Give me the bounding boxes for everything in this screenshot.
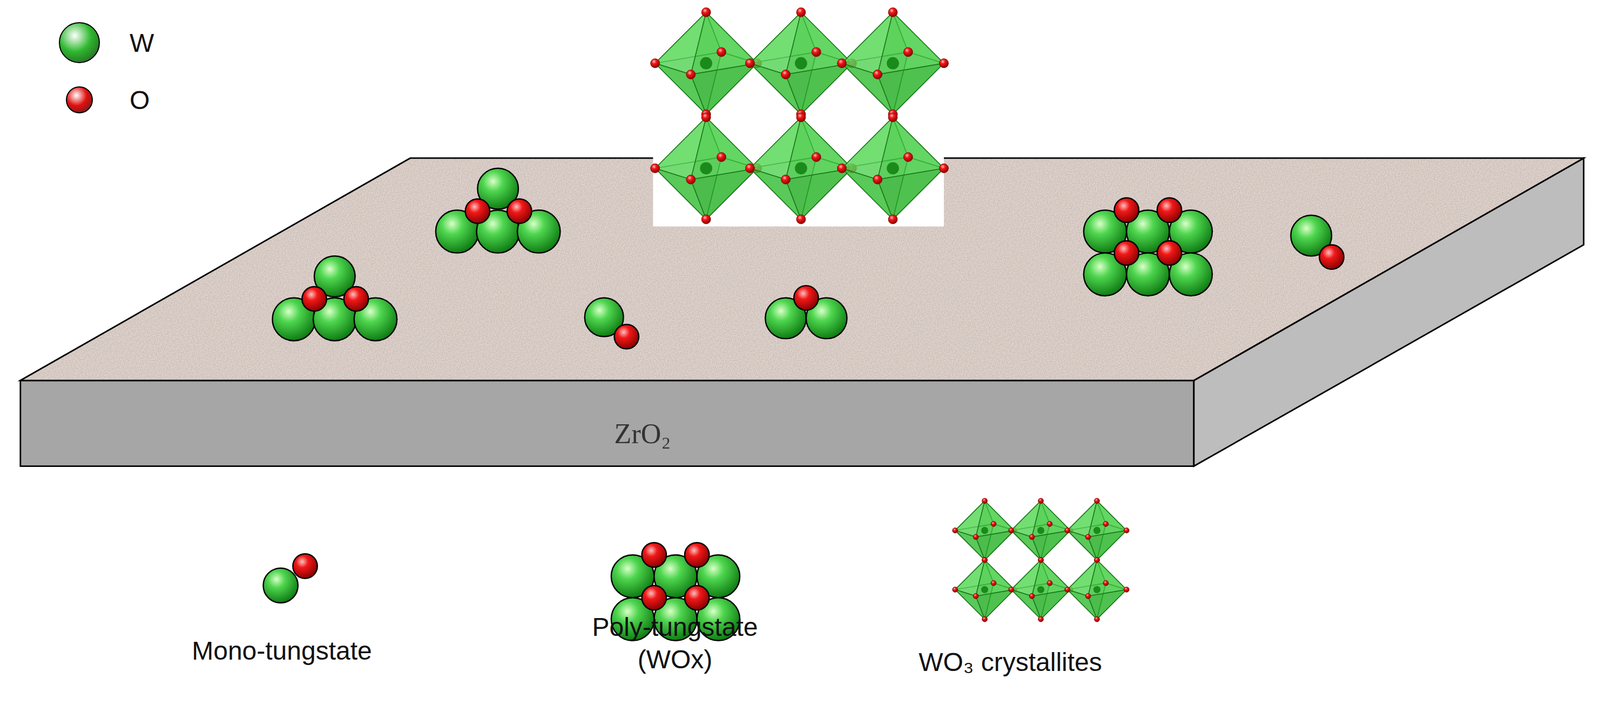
- label-text: Mono-tungstate: [191, 635, 373, 668]
- o-atom: [1157, 240, 1182, 266]
- wo3-octahedra: [650, 7, 1130, 623]
- atom-clusters: [263, 168, 1345, 641]
- o-atom: [292, 554, 317, 579]
- o-atom: [343, 286, 369, 312]
- label-text: ZrO₂: [614, 416, 672, 452]
- o-atom: [1319, 245, 1344, 270]
- zro2-slab: [20, 158, 1584, 467]
- o-atom: [1114, 240, 1139, 266]
- o-atom: [614, 324, 639, 349]
- o-atom: [642, 542, 667, 567]
- o-atom: [1114, 198, 1139, 223]
- o-atom: [642, 585, 667, 611]
- o-atom: [684, 585, 710, 611]
- crystal-inset: [652, 0, 944, 227]
- label-text: WO₃ crystallites: [918, 646, 1103, 679]
- o-atom: [793, 285, 819, 310]
- o-atom: [684, 542, 710, 567]
- o-atom: [1157, 198, 1182, 223]
- label-text: Poly-tungstate (WOx): [572, 611, 778, 677]
- o-atom: [465, 198, 490, 224]
- legend-text: W: [129, 28, 154, 58]
- legend-text: O: [129, 85, 150, 116]
- legend-swatch: [65, 86, 93, 114]
- o-atom: [301, 286, 327, 312]
- o-atom: [507, 198, 532, 224]
- legend-swatch: [58, 22, 100, 64]
- w-atom: [263, 568, 299, 604]
